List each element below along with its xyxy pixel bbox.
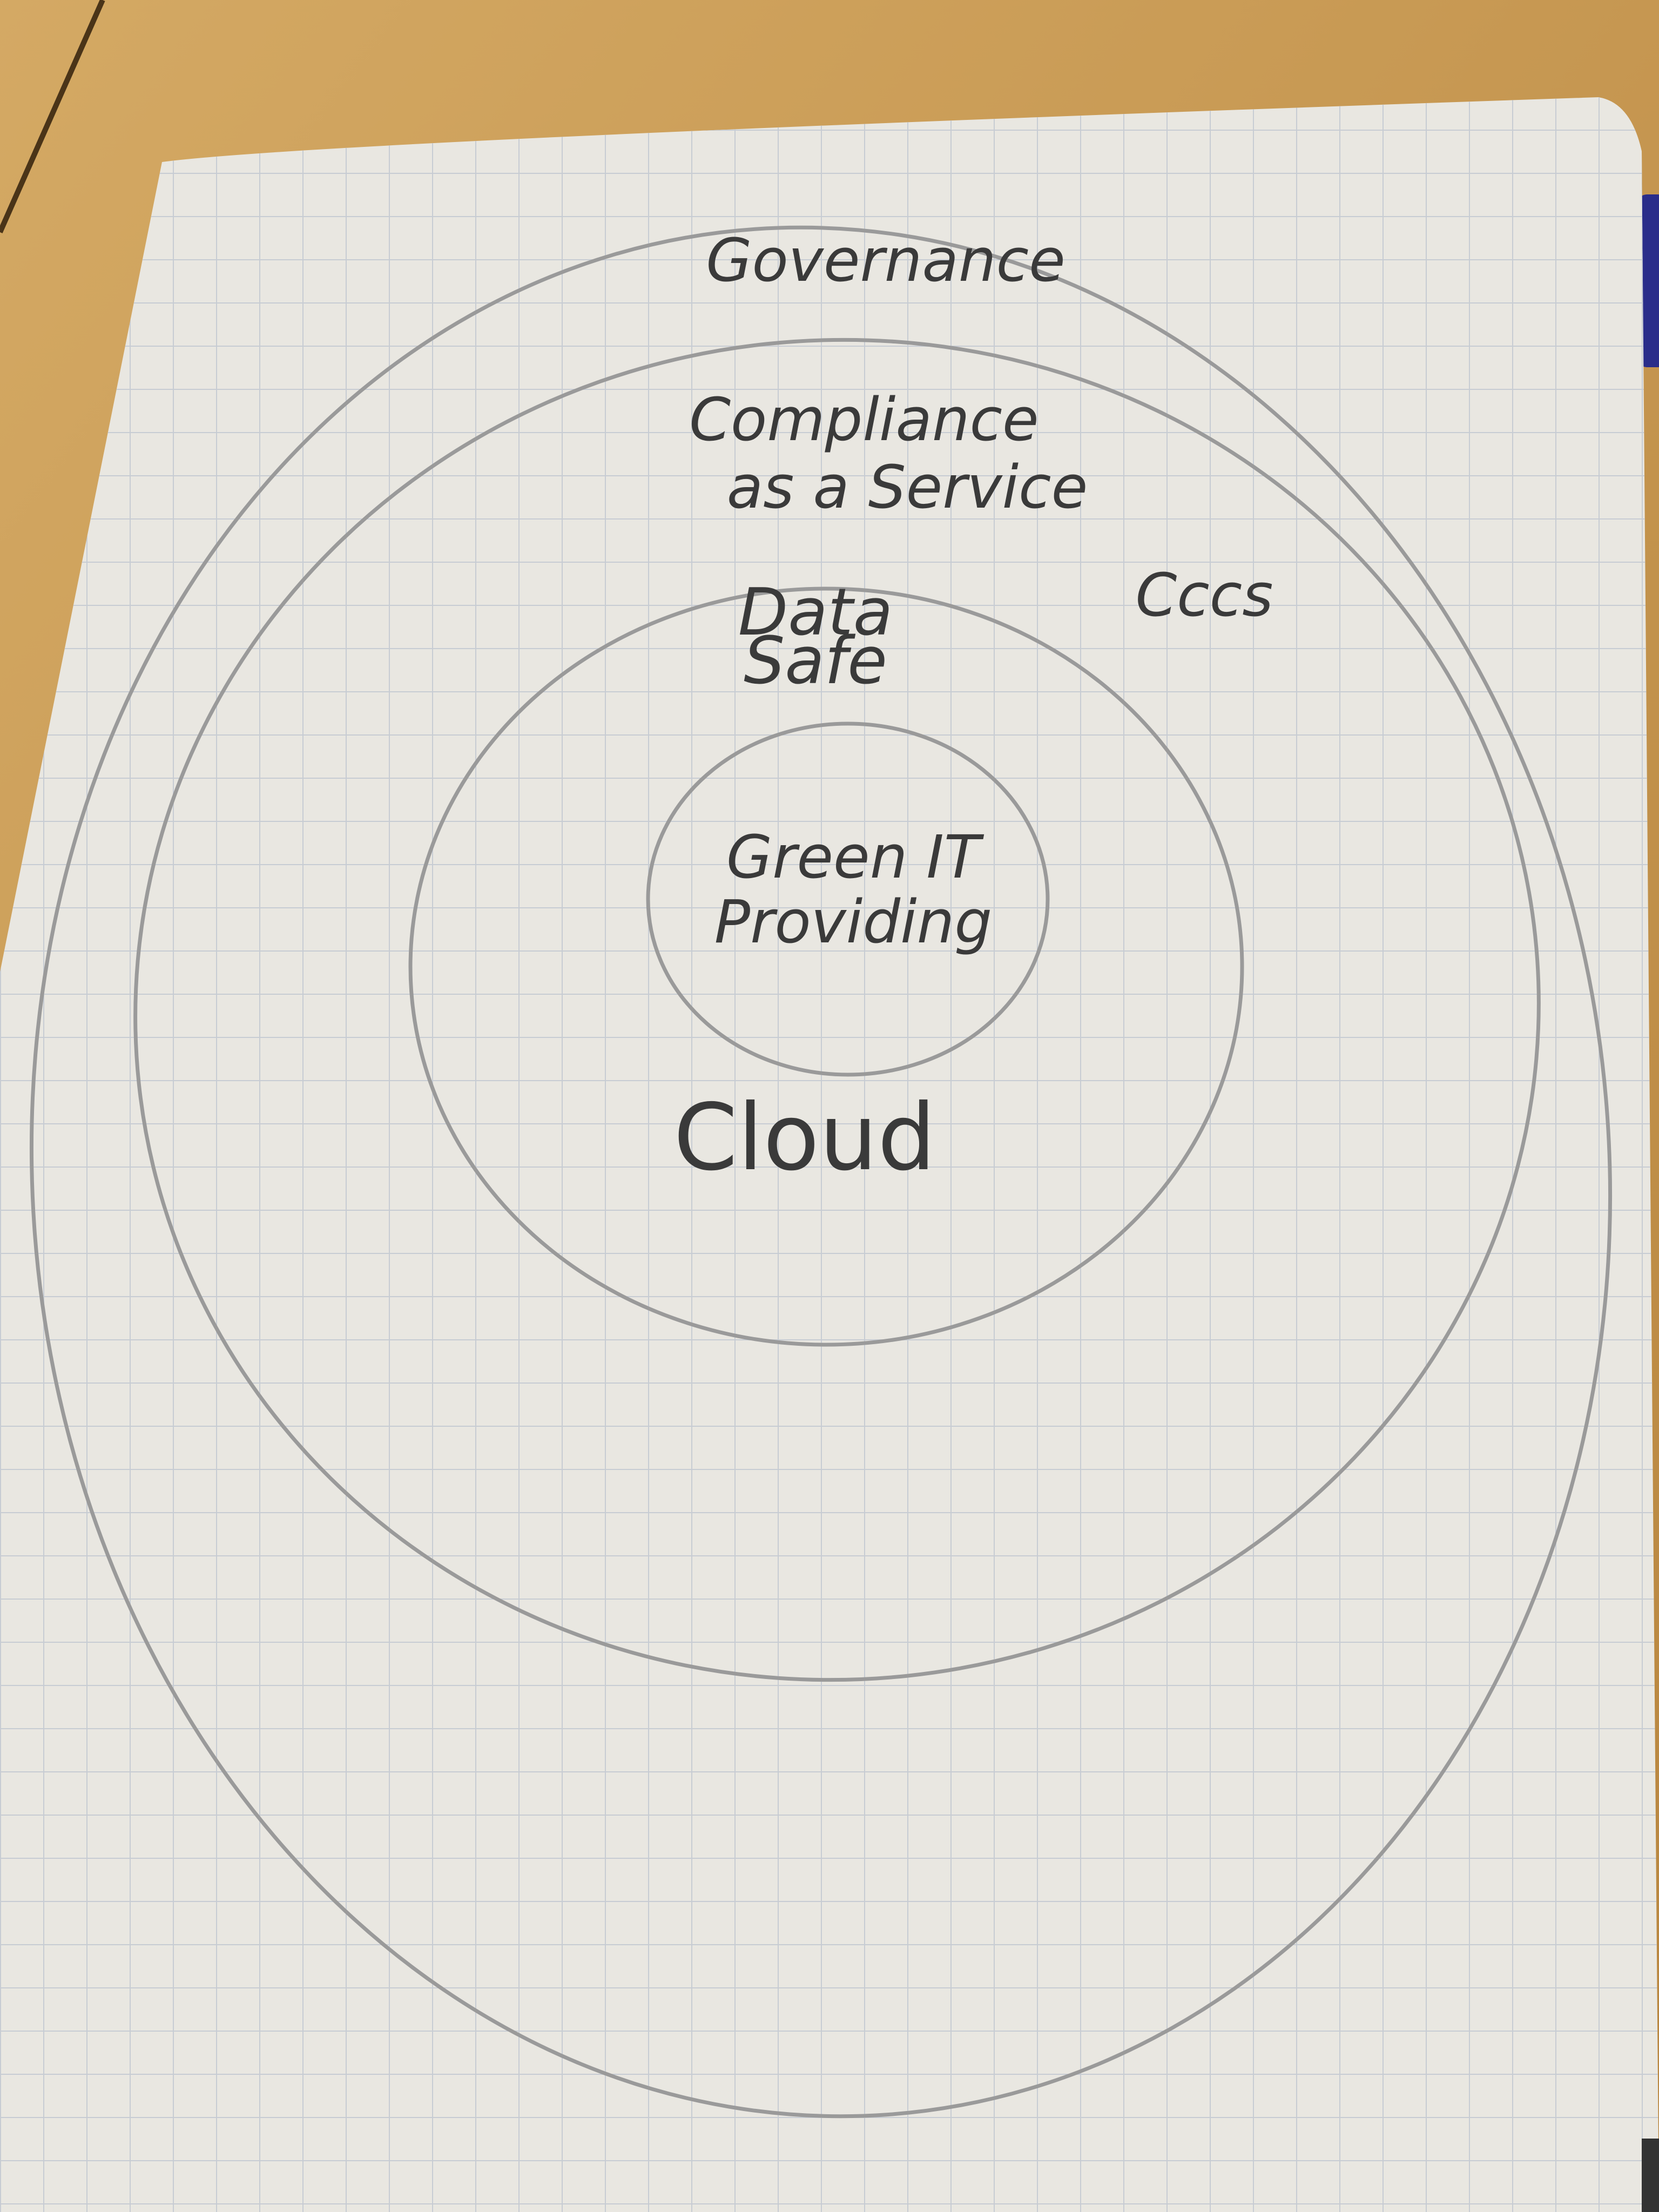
label-ccs: Cccs [1135, 561, 1273, 630]
label-green-it-line2: Providing [714, 887, 992, 956]
label-data-safe-line1: Data [738, 575, 893, 650]
concentric-rings [29, 225, 1613, 2119]
table-seam [0, 0, 105, 234]
label-governance: Governance [706, 226, 1065, 295]
label-green-it-line1: Green IT [726, 822, 984, 892]
ring-data-safe [408, 586, 1244, 1347]
ring-governance [29, 225, 1613, 2119]
ring-green-it [646, 721, 1050, 1077]
label-cloud: Cloud [673, 1084, 936, 1191]
corner-shadow [1642, 2139, 1659, 2212]
label-compliance-line2: as a Service [727, 453, 1088, 522]
label-data-safe-line2: Safe [744, 624, 887, 699]
grid-paper-sheet [0, 97, 1659, 2212]
ring-compliance [133, 338, 1541, 1682]
label-compliance-line1: Compliance [689, 385, 1039, 454]
